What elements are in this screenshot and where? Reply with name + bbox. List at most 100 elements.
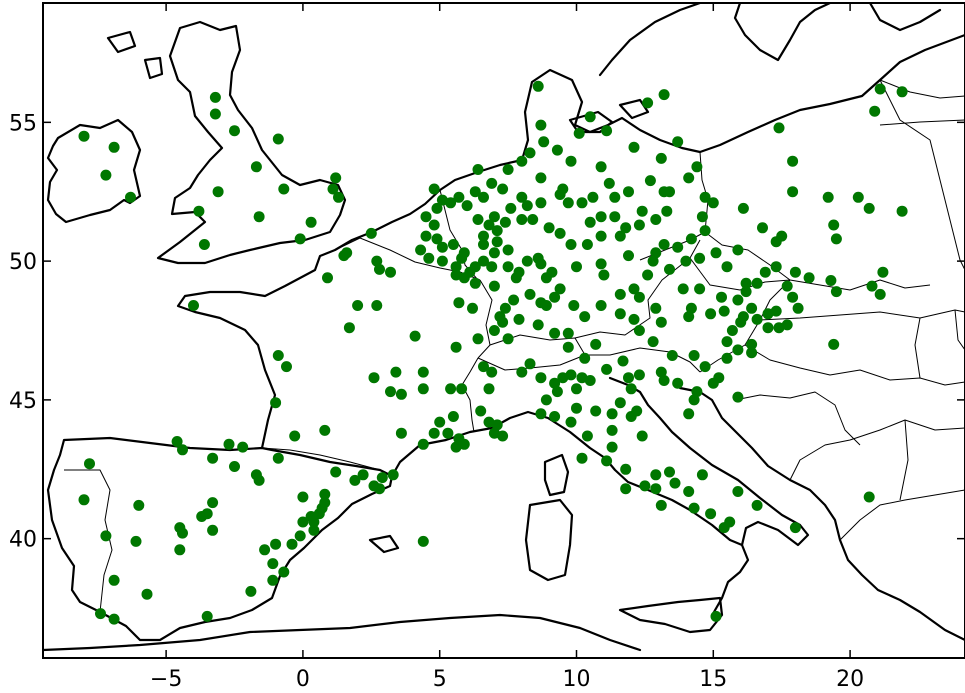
station-marker <box>568 300 580 311</box>
station-marker <box>450 341 462 353</box>
station-marker <box>598 269 610 281</box>
station-marker <box>595 300 607 311</box>
station-marker <box>696 211 708 223</box>
station-marker <box>571 402 582 414</box>
station-marker <box>270 397 282 409</box>
coastline-sicily <box>618 596 724 634</box>
station-marker <box>789 266 801 278</box>
station-marker <box>732 486 744 497</box>
station-marker <box>623 186 634 198</box>
border-czech-austria <box>689 257 791 291</box>
station-marker <box>683 311 695 323</box>
station-marker <box>620 463 632 475</box>
station-markers <box>78 80 908 625</box>
station-marker <box>828 338 840 350</box>
station-marker <box>272 350 284 361</box>
station-marker <box>497 316 509 328</box>
station-marker <box>770 305 782 317</box>
station-marker <box>428 219 440 231</box>
station-marker <box>822 191 834 203</box>
x-tick-label: 0 <box>296 667 310 692</box>
border-germany-czech <box>639 231 791 281</box>
station-marker <box>294 233 306 245</box>
station-marker <box>130 535 142 547</box>
station-marker <box>614 288 626 300</box>
station-marker <box>229 461 240 472</box>
station-marker <box>431 233 443 245</box>
station-marker <box>521 200 533 212</box>
station-marker <box>341 247 353 259</box>
station-marker <box>732 244 744 256</box>
station-marker <box>505 202 517 214</box>
station-marker <box>371 300 383 311</box>
station-marker <box>125 191 136 203</box>
station-marker <box>445 197 457 209</box>
station-marker <box>201 610 213 622</box>
station-marker <box>565 416 577 428</box>
station-marker <box>694 283 706 295</box>
station-marker <box>417 366 429 378</box>
station-marker <box>368 480 380 492</box>
station-marker <box>428 183 440 195</box>
station-marker <box>762 322 774 334</box>
station-marker <box>376 472 388 484</box>
station-marker <box>177 527 188 539</box>
station-marker <box>620 222 632 234</box>
station-marker <box>478 361 489 373</box>
station-marker <box>319 424 331 436</box>
station-marker <box>549 377 561 389</box>
station-marker <box>174 544 186 556</box>
station-marker <box>696 469 708 481</box>
station-marker <box>658 239 670 250</box>
station-marker <box>565 155 577 167</box>
y-tick-label: 45 <box>9 389 37 414</box>
station-marker <box>108 574 120 586</box>
station-marker <box>420 211 432 223</box>
coastline-balearics <box>368 534 400 554</box>
station-marker <box>685 302 697 314</box>
coastline-adriatic-east <box>678 386 965 642</box>
station-marker <box>735 316 747 328</box>
station-marker <box>330 466 342 478</box>
station-marker <box>636 205 648 217</box>
station-marker <box>590 405 602 417</box>
station-marker <box>584 216 596 228</box>
coastline-mediterranean-north <box>390 410 750 614</box>
border-balkans-4 <box>839 419 965 541</box>
station-marker <box>524 147 536 159</box>
station-marker <box>259 544 271 556</box>
station-marker <box>650 214 662 225</box>
station-marker <box>781 319 793 331</box>
station-marker <box>420 230 432 242</box>
station-marker <box>524 358 536 370</box>
station-marker <box>655 152 667 164</box>
border-france-spain <box>261 447 381 471</box>
station-marker <box>253 211 265 223</box>
station-marker <box>617 355 629 367</box>
station-marker <box>270 538 282 550</box>
station-marker <box>644 175 656 187</box>
station-marker <box>789 522 801 534</box>
station-marker <box>776 230 788 242</box>
station-marker <box>497 430 509 442</box>
station-marker <box>390 366 402 378</box>
station-marker <box>508 294 520 306</box>
station-marker <box>229 125 240 137</box>
station-marker <box>650 469 662 481</box>
station-marker <box>691 386 703 398</box>
station-marker <box>201 508 213 520</box>
station-marker <box>428 427 440 439</box>
station-marker <box>486 366 498 378</box>
station-marker <box>365 227 377 239</box>
station-marker <box>874 288 886 300</box>
station-marker <box>680 255 692 267</box>
station-marker <box>683 408 695 420</box>
station-marker <box>650 302 662 314</box>
border-france-germany <box>477 279 493 359</box>
station-marker <box>478 230 489 242</box>
station-marker <box>551 386 563 398</box>
station-marker <box>453 297 465 309</box>
station-marker <box>688 394 700 406</box>
station-marker <box>562 327 574 339</box>
